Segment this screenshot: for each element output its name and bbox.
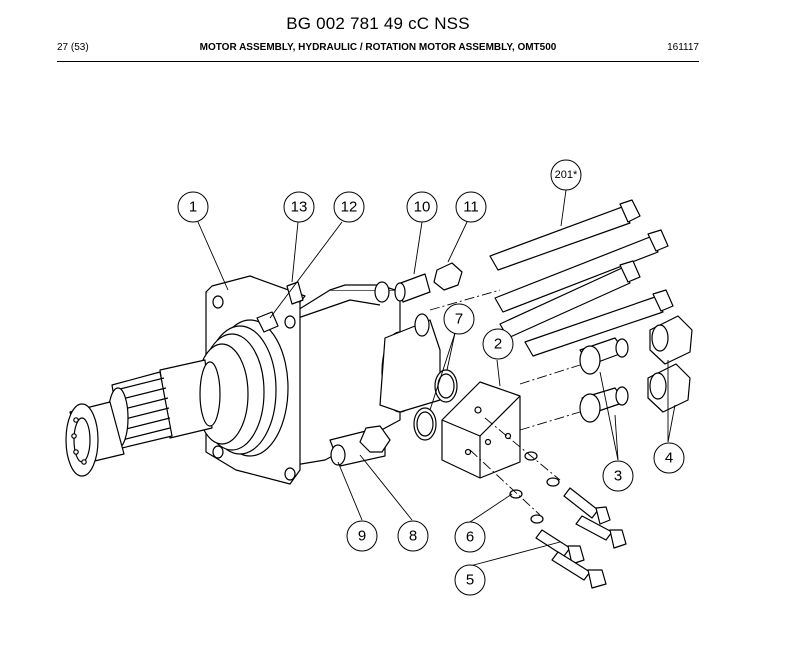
document-date: 161117: [667, 42, 699, 53]
callout-labels: 1 13 12 10 11 201* 7 2 3 4 5 6 8 9: [189, 169, 673, 589]
header-rule: [57, 61, 699, 62]
callout-label-8: 8: [409, 528, 417, 545]
cap-nut: [433, 262, 463, 291]
callout-label-2: 2: [494, 336, 502, 353]
callout-label-3: 3: [614, 468, 622, 485]
adapter-fitting: [394, 273, 431, 303]
motor-housing: [284, 281, 441, 467]
callout-label-11: 11: [463, 199, 479, 216]
assembly-axes: [429, 289, 581, 516]
cap-screws: [535, 487, 627, 589]
valve-block: [441, 381, 521, 479]
callout-4: [653, 442, 685, 474]
callout-1: [177, 191, 209, 223]
o-rings: [413, 369, 458, 441]
callout-label-9: 9: [358, 528, 366, 545]
seal-washer: [256, 311, 279, 333]
callout-label-5: 5: [466, 572, 474, 589]
hydraulic-fittings: [579, 337, 629, 423]
callout-10: [406, 191, 438, 223]
callout-5: [454, 564, 486, 596]
callout-201: [550, 159, 582, 191]
callout-11: [455, 191, 487, 223]
document-title: BG 002 781 49 cC NSS: [286, 14, 470, 33]
long-bolt-set: [489, 199, 674, 357]
callout-label-6: 6: [466, 529, 474, 546]
output-shaft: [107, 359, 221, 449]
callout-8: [397, 520, 429, 552]
section-title: MOTOR ASSEMBLY, HYDRAULIC / ROTATION MOT…: [199, 42, 557, 53]
callout-3: [602, 460, 634, 492]
callout-label-1: 1: [189, 199, 197, 216]
bearing: [65, 401, 125, 477]
callout-6: [454, 521, 486, 553]
callout-13: [283, 191, 315, 223]
seal-rings: [195, 319, 289, 457]
callout-2: [482, 328, 514, 360]
page-number: 27 (53): [57, 42, 89, 53]
callout-label-201: 201*: [555, 169, 578, 181]
page-header: 27 (53) MOTOR ASSEMBLY, HYDRAULIC / ROTA…: [57, 42, 699, 58]
motor-drawing: [65, 199, 693, 589]
callout-label-12: 12: [341, 199, 358, 216]
hydraulic-caps: [647, 315, 693, 413]
callout-label-7: 7: [455, 311, 463, 328]
callout-label-10: 10: [414, 199, 431, 216]
callout-12: [333, 191, 365, 223]
callout-9: [346, 520, 378, 552]
vent-plug: [286, 281, 304, 305]
leader-lines: [197, 189, 676, 567]
callout-7: [443, 303, 475, 335]
callout-bubbles: [177, 159, 685, 596]
callout-label-4: 4: [665, 450, 673, 467]
callout-label-13: 13: [291, 199, 308, 216]
